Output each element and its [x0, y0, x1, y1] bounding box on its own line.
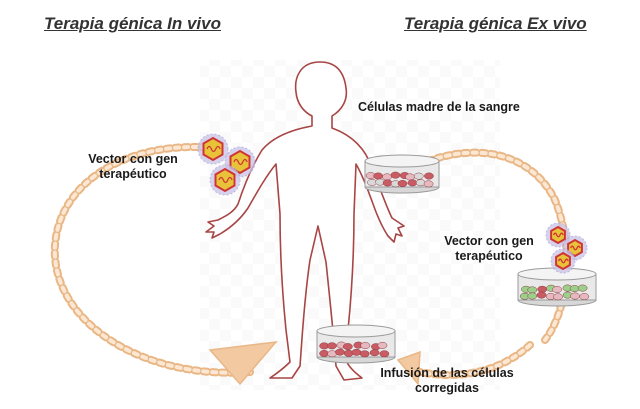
stem-cells-label: Células madre de la sangre — [358, 100, 520, 114]
viral-vector-icon — [197, 133, 256, 196]
vector-right-line2: terapéutico — [455, 249, 523, 263]
in-vivo-cycle-arrow-icon — [50, 143, 278, 386]
petri-dish-icon — [517, 267, 597, 307]
vector-right-label: Vector con gen terapéutico — [424, 234, 554, 264]
human-silhouette-icon — [205, 61, 405, 381]
petri-dish-icon — [316, 324, 396, 364]
vector-left-line1: Vector con gen — [88, 152, 178, 166]
viral-vector-icon — [545, 222, 588, 274]
vector-right-line1: Vector con gen — [444, 234, 534, 248]
vector-left-label: Vector con gen terapéutico — [68, 152, 198, 182]
petri-dish-icon — [364, 154, 440, 194]
vector-left-line2: terapéutico — [99, 167, 167, 181]
ex-vivo-title: Terapia génica Ex vivo — [404, 14, 587, 33]
infusion-label: Infusión de las células corregidas — [362, 366, 532, 396]
infusion-line1: Infusión de las células — [380, 366, 514, 380]
ex-vivo-arrowhead-icon — [396, 350, 421, 386]
infusion-line2: corregidas — [415, 381, 479, 395]
in-vivo-title: Terapia génica In vivo — [44, 14, 221, 33]
in-vivo-arrowhead-icon — [208, 341, 278, 386]
